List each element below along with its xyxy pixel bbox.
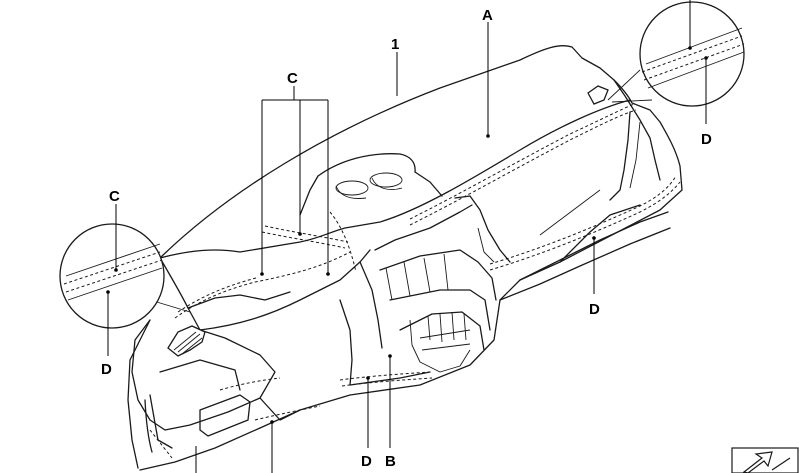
label-d-right-mid: D <box>589 301 600 318</box>
label-d-bottom: D <box>361 453 372 470</box>
detail-circle-left <box>59 223 191 329</box>
label-a: A <box>482 7 493 24</box>
seam-lines <box>149 103 681 459</box>
label-c-top: C <box>287 70 298 87</box>
dashboard-outline <box>127 45 683 471</box>
arrow-up-left-icon <box>731 447 799 473</box>
label-d-left: D <box>101 361 112 378</box>
label-b: B <box>385 453 396 470</box>
label-part-1: 1 <box>391 36 399 53</box>
label-c-left: C <box>109 188 120 205</box>
leader-lines <box>106 0 708 473</box>
detail-circle-top-right <box>607 1 745 107</box>
label-d-right-top: D <box>701 131 712 148</box>
